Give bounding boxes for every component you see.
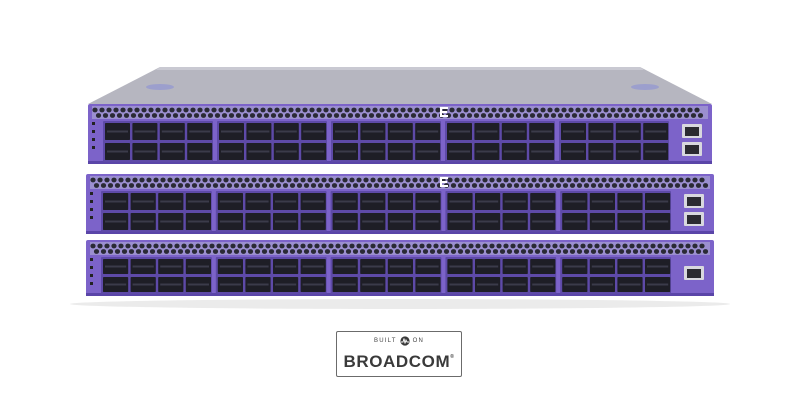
switch-stack-illustration	[70, 67, 730, 309]
top-switch-lid	[88, 67, 712, 104]
badge-line1-left: BUILT	[374, 338, 397, 344]
broadcom-badge: BUILT ON BROADCOM®	[336, 331, 462, 377]
badge-brand-name: BROADCOM®	[343, 352, 455, 371]
switch-unit-middle	[86, 174, 714, 234]
broadcom-pulse-icon	[399, 336, 410, 346]
badge-line1-right: ON	[412, 338, 424, 344]
switch-unit-bottom	[86, 240, 714, 296]
switch-unit-top	[88, 104, 712, 164]
